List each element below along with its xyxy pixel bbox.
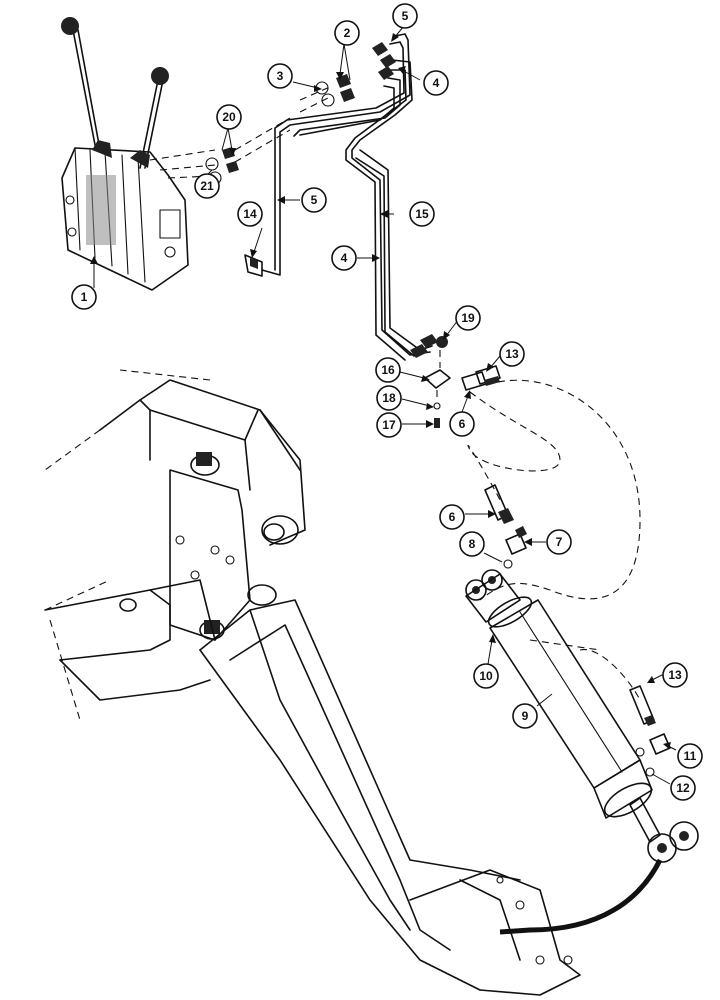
svg-text:14: 14 (243, 207, 257, 221)
drain-hose (499, 858, 663, 935)
svg-text:13: 13 (505, 347, 519, 361)
hose-fittings-lower (484, 484, 527, 569)
svg-text:11: 11 (684, 749, 697, 763)
loader-frame (44, 369, 581, 996)
hydraulic-cylinder (465, 569, 699, 863)
svg-text:16: 16 (381, 363, 395, 377)
svg-text:13: 13 (668, 668, 682, 682)
svg-text:17: 17 (382, 418, 396, 432)
callout-6-lower: 6 (439, 504, 465, 530)
callout-7: 7 (546, 529, 572, 555)
callout-19: 19 (455, 305, 481, 331)
callout-8: 8 (459, 531, 485, 557)
callout-1: 1 (71, 284, 97, 310)
svg-text:12: 12 (676, 781, 690, 795)
callout-15: 15 (409, 201, 435, 227)
svg-text:10: 10 (479, 669, 493, 683)
svg-text:18: 18 (382, 391, 396, 405)
svg-text:15: 15 (415, 207, 429, 221)
svg-text:6: 6 (459, 417, 466, 431)
svg-text:1: 1 (81, 290, 88, 304)
control-valve (61, 17, 189, 291)
svg-text:8: 8 (469, 537, 476, 551)
callout-12: 12 (670, 775, 696, 801)
svg-text:2: 2 (344, 26, 351, 40)
callout-13-upper: 13 (499, 341, 525, 367)
svg-text:4: 4 (341, 251, 348, 265)
callout-4-upper: 4 (423, 70, 449, 96)
callout-5-lower: 5 (301, 187, 327, 213)
callout-3: 3 (267, 63, 293, 89)
callout-20: 20 (216, 104, 242, 130)
svg-text:19: 19 (461, 311, 475, 325)
callout-5-upper: 5 (392, 3, 418, 29)
svg-text:20: 20 (222, 110, 236, 124)
callout-16: 16 (375, 357, 401, 383)
callout-10: 10 (473, 663, 499, 689)
callout-18: 18 (376, 385, 402, 411)
callout-14: 14 (237, 201, 263, 227)
callout-21: 21 (194, 173, 220, 199)
callout-4-lower: 4 (331, 245, 357, 271)
svg-text:3: 3 (277, 69, 284, 83)
svg-text:5: 5 (311, 193, 318, 207)
callout-11: 11 (677, 743, 703, 769)
callout-2: 2 (334, 20, 360, 46)
callout-13-lower: 13 (662, 662, 688, 688)
svg-text:9: 9 (522, 709, 529, 723)
hydraulic-tubes (244, 33, 438, 361)
svg-text:5: 5 (402, 9, 409, 23)
callout-17: 17 (376, 412, 402, 438)
svg-text:21: 21 (200, 179, 214, 193)
hose-fittings-upper (461, 365, 501, 391)
clamp-assembly (424, 336, 451, 428)
svg-text:6: 6 (449, 510, 456, 524)
svg-text:4: 4 (433, 76, 440, 90)
callout-6-upper: 6 (449, 411, 475, 437)
callout-9: 9 (512, 703, 538, 729)
svg-text:7: 7 (556, 535, 563, 549)
